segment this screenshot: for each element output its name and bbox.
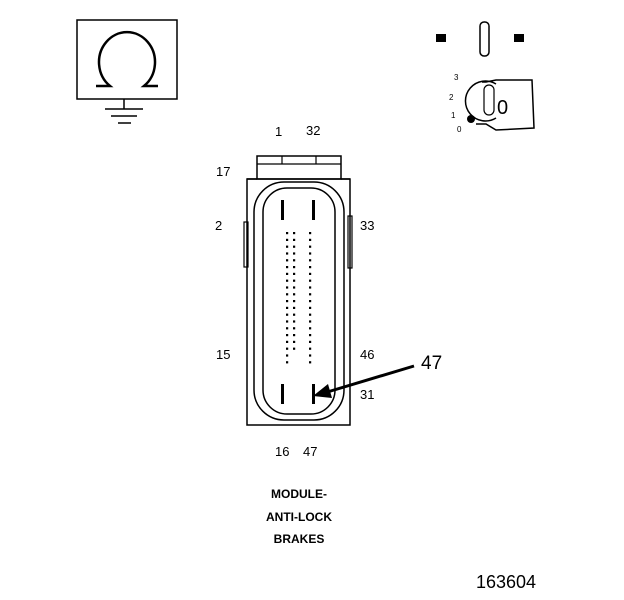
pin-cavity bbox=[309, 286, 312, 289]
ignition-switch-icon: 3 2 1 0 0 bbox=[436, 21, 535, 134]
pin-cavity bbox=[293, 245, 296, 248]
pin-label-15: 15 bbox=[216, 347, 230, 362]
pin-cavity bbox=[293, 347, 296, 350]
ignition-key-label: 0 bbox=[497, 97, 508, 119]
pin-cavity bbox=[293, 320, 296, 323]
pin-cavity bbox=[309, 259, 312, 262]
pin-cavity bbox=[309, 252, 312, 255]
pin-cavity bbox=[286, 259, 289, 262]
pin-label-32: 32 bbox=[306, 123, 320, 138]
pin-cavity bbox=[309, 272, 312, 275]
pin-cavity bbox=[309, 320, 312, 323]
pin-cavity bbox=[293, 279, 296, 282]
abs-module-connector bbox=[243, 155, 353, 426]
pin-cavity bbox=[286, 300, 289, 303]
pin-label-16: 16 bbox=[275, 444, 289, 459]
terminal-slot bbox=[281, 200, 284, 220]
ignition-position-dot bbox=[467, 115, 475, 123]
pin-label-31: 31 bbox=[360, 387, 374, 402]
pin-cavity bbox=[293, 340, 296, 343]
pin-cavity bbox=[286, 320, 289, 323]
terminal-slot bbox=[312, 384, 315, 404]
pin-cavity bbox=[286, 306, 289, 309]
pin-cavity bbox=[309, 293, 312, 296]
pin-cavity bbox=[293, 259, 296, 262]
caption-line-3: BRAKES bbox=[274, 532, 325, 546]
connector-face-inner bbox=[262, 187, 336, 415]
pin-cavity bbox=[286, 252, 289, 255]
pin-cavity bbox=[293, 334, 296, 337]
connector-face-outer bbox=[253, 181, 345, 421]
terminal-slot bbox=[281, 384, 284, 404]
connector-latch bbox=[256, 155, 342, 180]
pin-cavity bbox=[286, 293, 289, 296]
pin-cavity bbox=[293, 300, 296, 303]
ignition-position-2: 2 bbox=[449, 93, 454, 102]
pin-cavity bbox=[293, 272, 296, 275]
pin-label-46: 46 bbox=[360, 347, 374, 362]
pin-cavity bbox=[309, 334, 312, 337]
connector-side-tab-right bbox=[347, 215, 353, 269]
pin-cavity bbox=[309, 279, 312, 282]
pin-cavity bbox=[293, 232, 296, 235]
pin-cavity bbox=[286, 272, 289, 275]
pin-cavity bbox=[286, 232, 289, 235]
pin-cavity bbox=[286, 347, 289, 350]
connector-side-tab-left bbox=[243, 221, 249, 268]
pin-cavity bbox=[309, 300, 312, 303]
ignition-position-0: 0 bbox=[457, 125, 462, 134]
pin-label-2: 2 bbox=[215, 218, 222, 233]
pin-cavity bbox=[309, 347, 312, 350]
pin-cavity bbox=[286, 313, 289, 316]
pin-cavity bbox=[309, 340, 312, 343]
ignition-position-1: 1 bbox=[451, 111, 456, 120]
terminal-slot bbox=[312, 200, 315, 220]
pin-cavity bbox=[309, 266, 312, 269]
pin-cavity bbox=[286, 361, 289, 364]
pin-cavity bbox=[286, 266, 289, 269]
pin-label-17: 17 bbox=[216, 164, 230, 179]
pin-cavity bbox=[309, 313, 312, 316]
pin-label-47: 47 bbox=[303, 444, 317, 459]
pin-cavity bbox=[286, 327, 289, 330]
pin-cavity bbox=[286, 286, 289, 289]
pin-cavity bbox=[286, 245, 289, 248]
pin-cavity bbox=[309, 327, 312, 330]
pin-cavity bbox=[293, 238, 296, 241]
pin-cavity bbox=[309, 245, 312, 248]
pin-cavity bbox=[309, 361, 312, 364]
pin-cavity bbox=[286, 340, 289, 343]
pin-label-1: 1 bbox=[275, 124, 282, 139]
pin-cavity bbox=[286, 334, 289, 337]
pin-cavity bbox=[293, 313, 296, 316]
pin-cavity bbox=[309, 306, 312, 309]
pin-cavity bbox=[293, 286, 296, 289]
caption-line-1: MODULE- bbox=[271, 487, 327, 501]
pin-cavity bbox=[293, 306, 296, 309]
connector-housing bbox=[246, 178, 351, 426]
pin-cavity bbox=[293, 327, 296, 330]
omega-ground-icon bbox=[76, 19, 178, 124]
caption-line-2: ANTI-LOCK bbox=[266, 510, 332, 524]
pin-cavity bbox=[293, 293, 296, 296]
pin-cavity bbox=[293, 266, 296, 269]
callout-arrow bbox=[313, 364, 415, 398]
pin-cavity bbox=[309, 232, 312, 235]
callout-pin-number: 47 bbox=[421, 353, 442, 374]
pin-cavity bbox=[309, 238, 312, 241]
pin-cavity bbox=[293, 252, 296, 255]
pin-cavity bbox=[309, 354, 312, 357]
pin-cavity bbox=[286, 238, 289, 241]
pin-cavity bbox=[286, 279, 289, 282]
pin-cavity bbox=[286, 354, 289, 357]
ignition-key-icon bbox=[464, 79, 535, 131]
ignition-position-3: 3 bbox=[454, 73, 459, 82]
pin-cavity-grid bbox=[286, 232, 312, 364]
figure-id: 163604 bbox=[476, 572, 536, 592]
pin-label-33: 33 bbox=[360, 218, 374, 233]
